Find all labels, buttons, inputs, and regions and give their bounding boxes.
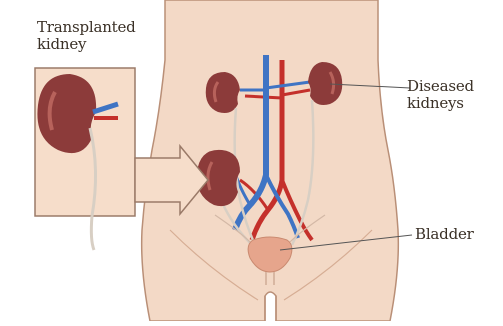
diseased-kidney-left-icon [206,72,240,113]
label-bladder: Bladder [415,226,495,243]
label-transplanted-line-1: Transplanted [37,19,162,36]
leg-gap [265,296,276,321]
label-transplanted-kidney: Transplanted kidney [37,19,162,53]
label-bladder-text: Bladder [415,226,495,243]
inset-ureter-tail [91,216,94,250]
diseased-kidney-right-icon [308,62,342,105]
label-transplanted-line-2: kidney [37,36,162,53]
label-diseased-line-1: Diseased [407,78,502,95]
label-diseased-line-2: kidneys [407,95,502,112]
label-diseased-kidneys: Diseased kidneys [407,78,502,112]
